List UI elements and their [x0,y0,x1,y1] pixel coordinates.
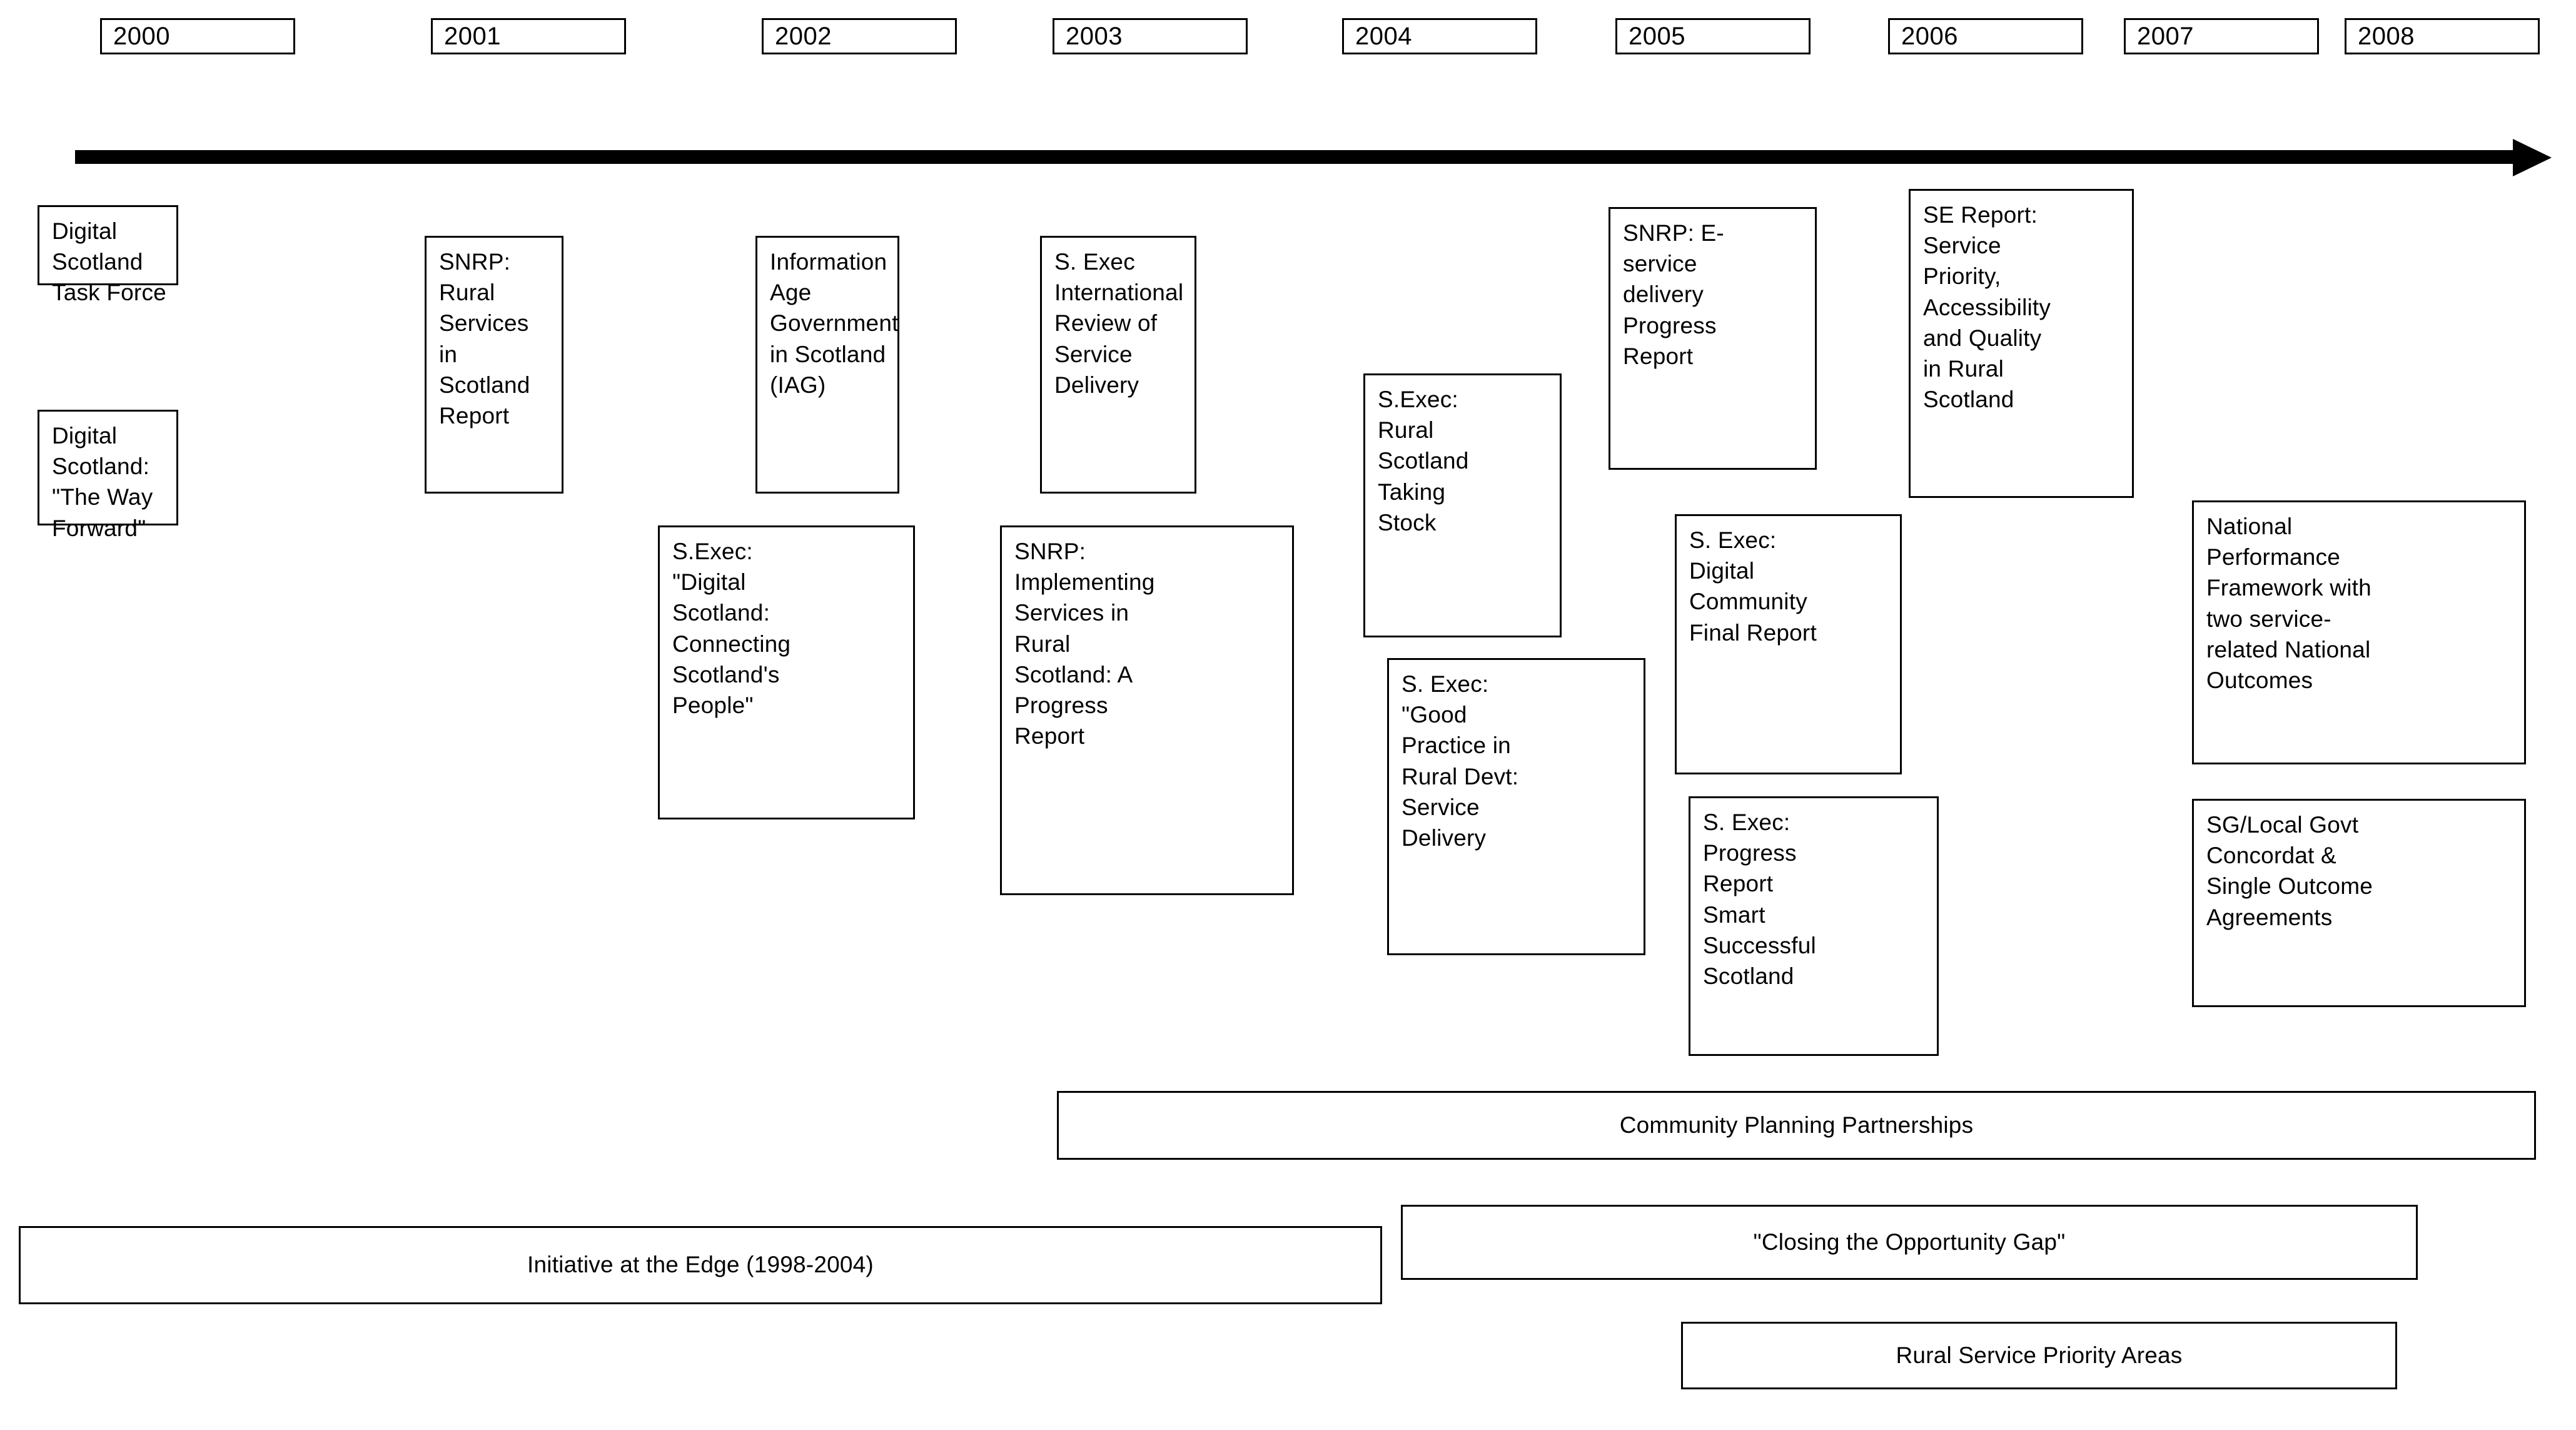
event-text: Digital Scotland: "The Way Forward" [52,423,153,541]
event-box-national-performance-framework[interactable]: National Performance Framework with two … [2192,500,2526,764]
event-text: S.Exec: "Digital Scotland: Connecting Sc… [672,539,791,719]
year-marker-2008: 2008 [2345,18,2540,54]
year-label: 2001 [444,23,501,50]
event-box-digital-scotland-task-force[interactable]: Digital Scotland Task Force [38,205,178,305]
year-marker-2004: 2004 [1342,18,1537,54]
year-marker-2001: 2001 [431,18,626,54]
timeline-arrow-head [2513,139,2552,176]
year-label: 2006 [1901,23,1958,50]
year-label: 2000 [113,23,170,50]
event-text: S. Exec: Digital Community Final Report [1689,527,1817,646]
span-bar-initiative-at-the-edge[interactable]: Initiative at the Edge (1998-2004) [19,1226,1382,1304]
event-text: SNRP: Rural Services in Scotland Report [439,249,530,429]
year-marker-2005: 2005 [1615,18,1811,54]
span-label: "Closing the Opportunity Gap" [1753,1229,2066,1255]
span-label: Initiative at the Edge (1998-2004) [527,1252,874,1278]
year-marker-2003: 2003 [1053,18,1248,54]
year-label: 2003 [1066,23,1123,50]
span-label: Rural Service Priority Areas [1896,1342,2183,1368]
span-bar-community-planning-partnerships[interactable]: Community Planning Partnerships [1057,1091,2536,1160]
event-text: SNRP: E- service delivery Progress Repor… [1623,220,1724,369]
event-text: SG/Local Govt Concordat & Single Outcome… [2206,812,2373,930]
event-box-s-exec-digital-community-final-report[interactable]: S. Exec: Digital Community Final Report [1675,514,1902,774]
event-text: S.Exec: Rural Scotland Taking Stock [1378,387,1469,535]
span-bar-rural-service-priority-areas[interactable]: Rural Service Priority Areas [1681,1322,2397,1389]
year-marker-2006: 2006 [1888,18,2083,54]
event-text: S. Exec: Progress Report Smart Successfu… [1703,809,1816,990]
year-label: 2005 [1629,23,1685,50]
event-box-information-age-government-in-scotland[interactable]: Information Age Government in Scotland (… [755,236,899,494]
year-marker-2002: 2002 [762,18,957,54]
event-box-s-exec-international-review-of-service-delivery[interactable]: S. Exec International Review of Service … [1040,236,1196,494]
event-box-sg-local-govt-concordat-single-outcome-agreements[interactable]: SG/Local Govt Concordat & Single Outcome… [2192,799,2526,1007]
year-label: 2007 [2137,23,2194,50]
event-box-s-exec-rural-scotland-taking-stock[interactable]: S.Exec: Rural Scotland Taking Stock [1363,373,1562,637]
event-box-s-exec-progress-report-smart-successful-scotland[interactable]: S. Exec: Progress Report Smart Successfu… [1689,796,1939,1056]
timeline-arrow-shaft [75,150,2517,164]
event-box-se-report-service-priority-accessibility-and-quality-in-rural-scotland[interactable]: SE Report: Service Priority, Accessibili… [1909,189,2134,498]
year-marker-2007: 2007 [2124,18,2319,54]
event-box-snrp-implementing-services-in-rural-scotland-a-progress-report[interactable]: SNRP: Implementing Services in Rural Sco… [1000,525,1294,895]
event-text: National Performance Framework with two … [2206,514,2371,694]
event-text: S. Exec International Review of Service … [1054,249,1184,398]
span-bar-closing-the-opportunity-gap[interactable]: "Closing the Opportunity Gap" [1401,1205,2418,1280]
event-text: S. Exec: "Good Practice in Rural Devt: S… [1402,671,1519,851]
year-label: 2008 [2358,23,2415,50]
year-marker-2000: 2000 [100,18,295,54]
event-box-snrp-e-service-delivery-progress-report[interactable]: SNRP: E- service delivery Progress Repor… [1609,207,1817,470]
event-text: Digital Scotland Task Force [52,218,166,306]
timeline-arrow-icon [75,139,2552,176]
event-box-s-exec-digital-scotland-connecting-scotlands-people[interactable]: S.Exec: "Digital Scotland: Connecting Sc… [658,525,915,819]
year-label: 2002 [775,23,832,50]
year-label: 2004 [1355,23,1412,50]
event-text: Information Age Government in Scotland (… [770,249,899,398]
event-box-s-exec-good-practice-in-rural-devt-service-delivery[interactable]: S. Exec: "Good Practice in Rural Devt: S… [1387,658,1645,955]
event-text: SE Report: Service Priority, Accessibili… [1923,202,2051,413]
event-text: SNRP: Implementing Services in Rural Sco… [1014,539,1155,749]
span-label: Community Planning Partnerships [1619,1112,1974,1138]
event-box-snrp-rural-services-in-scotland-report[interactable]: SNRP: Rural Services in Scotland Report [425,236,563,494]
event-box-digital-scotland-the-way-forward[interactable]: Digital Scotland: "The Way Forward" [38,410,178,541]
